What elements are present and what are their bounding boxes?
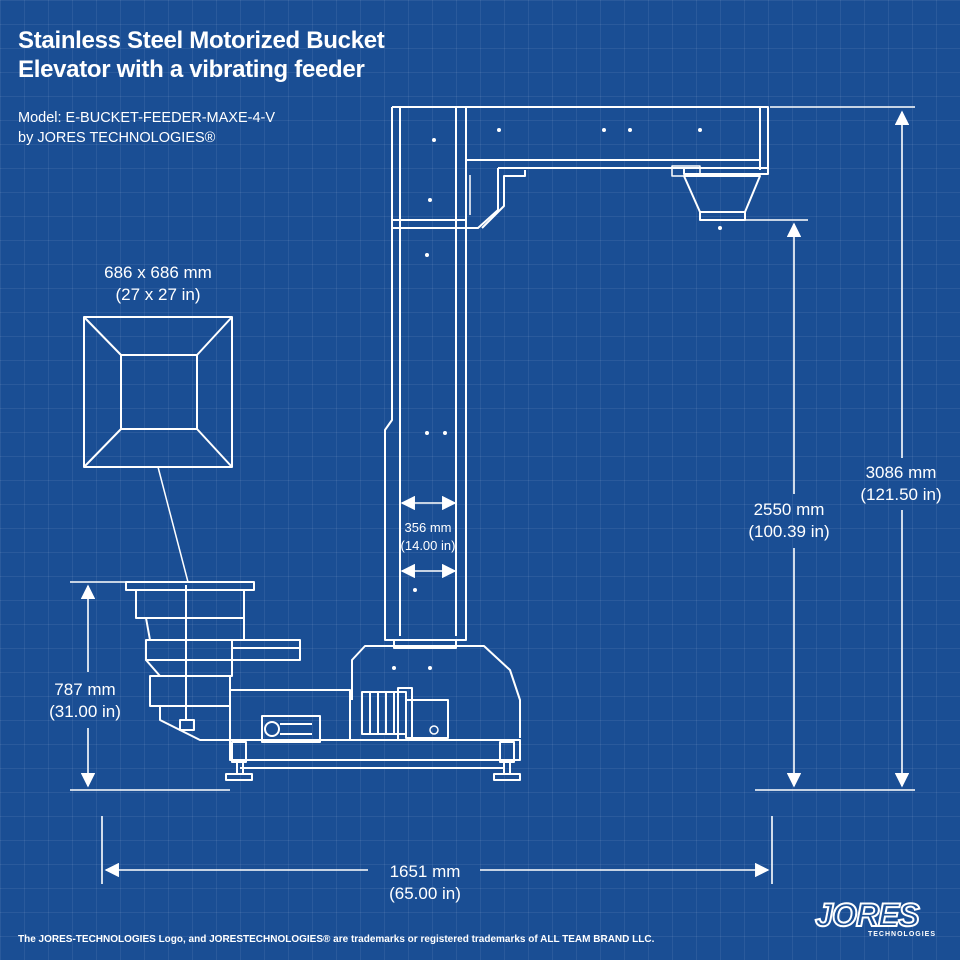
jores-logo: JORES TECHNOLOGIES	[796, 897, 938, 942]
top-conveyor-section	[466, 106, 769, 229]
logo-subtitle: TECHNOLOGIES	[867, 931, 936, 938]
bolt-holes	[392, 128, 722, 735]
model-info: Model: E-BUCKET-FEEDER-MAXE-4-V by JORES…	[18, 108, 275, 148]
total-height-label: 3086 mm (121.50 in)	[860, 463, 942, 504]
feeder-height-label: 787 mm (31.00 in)	[49, 680, 121, 721]
drawing-title: Stainless Steel Motorized Bucket Elevato…	[18, 26, 385, 84]
trademark-notice: The JORES-TECHNOLOGIES Logo, and JORESTE…	[18, 934, 655, 945]
dimension-lines	[70, 106, 915, 884]
hopper-top-view	[83, 316, 233, 583]
base-frame	[225, 645, 521, 781]
title-line-2: Elevator with a vibrating feeder	[18, 56, 365, 83]
elevator-column	[384, 106, 467, 649]
column-width-label: 356 mm (14.00 in)	[400, 520, 456, 553]
discharge-height-label: 2550 mm (100.39 in)	[748, 500, 830, 541]
title-line-1: Stainless Steel Motorized Bucket	[18, 27, 385, 54]
vibrating-feeder	[125, 581, 301, 741]
hopper-dimension-label: 686 x 686 mm (27 x 27 in)	[104, 263, 212, 304]
total-length-label: 1651 mm (65.00 in)	[389, 862, 461, 903]
manufacturer: by JORES TECHNOLOGIES®	[18, 130, 216, 146]
model-number: Model: E-BUCKET-FEEDER-MAXE-4-V	[18, 110, 276, 126]
logo-wordmark: JORES	[814, 897, 920, 933]
